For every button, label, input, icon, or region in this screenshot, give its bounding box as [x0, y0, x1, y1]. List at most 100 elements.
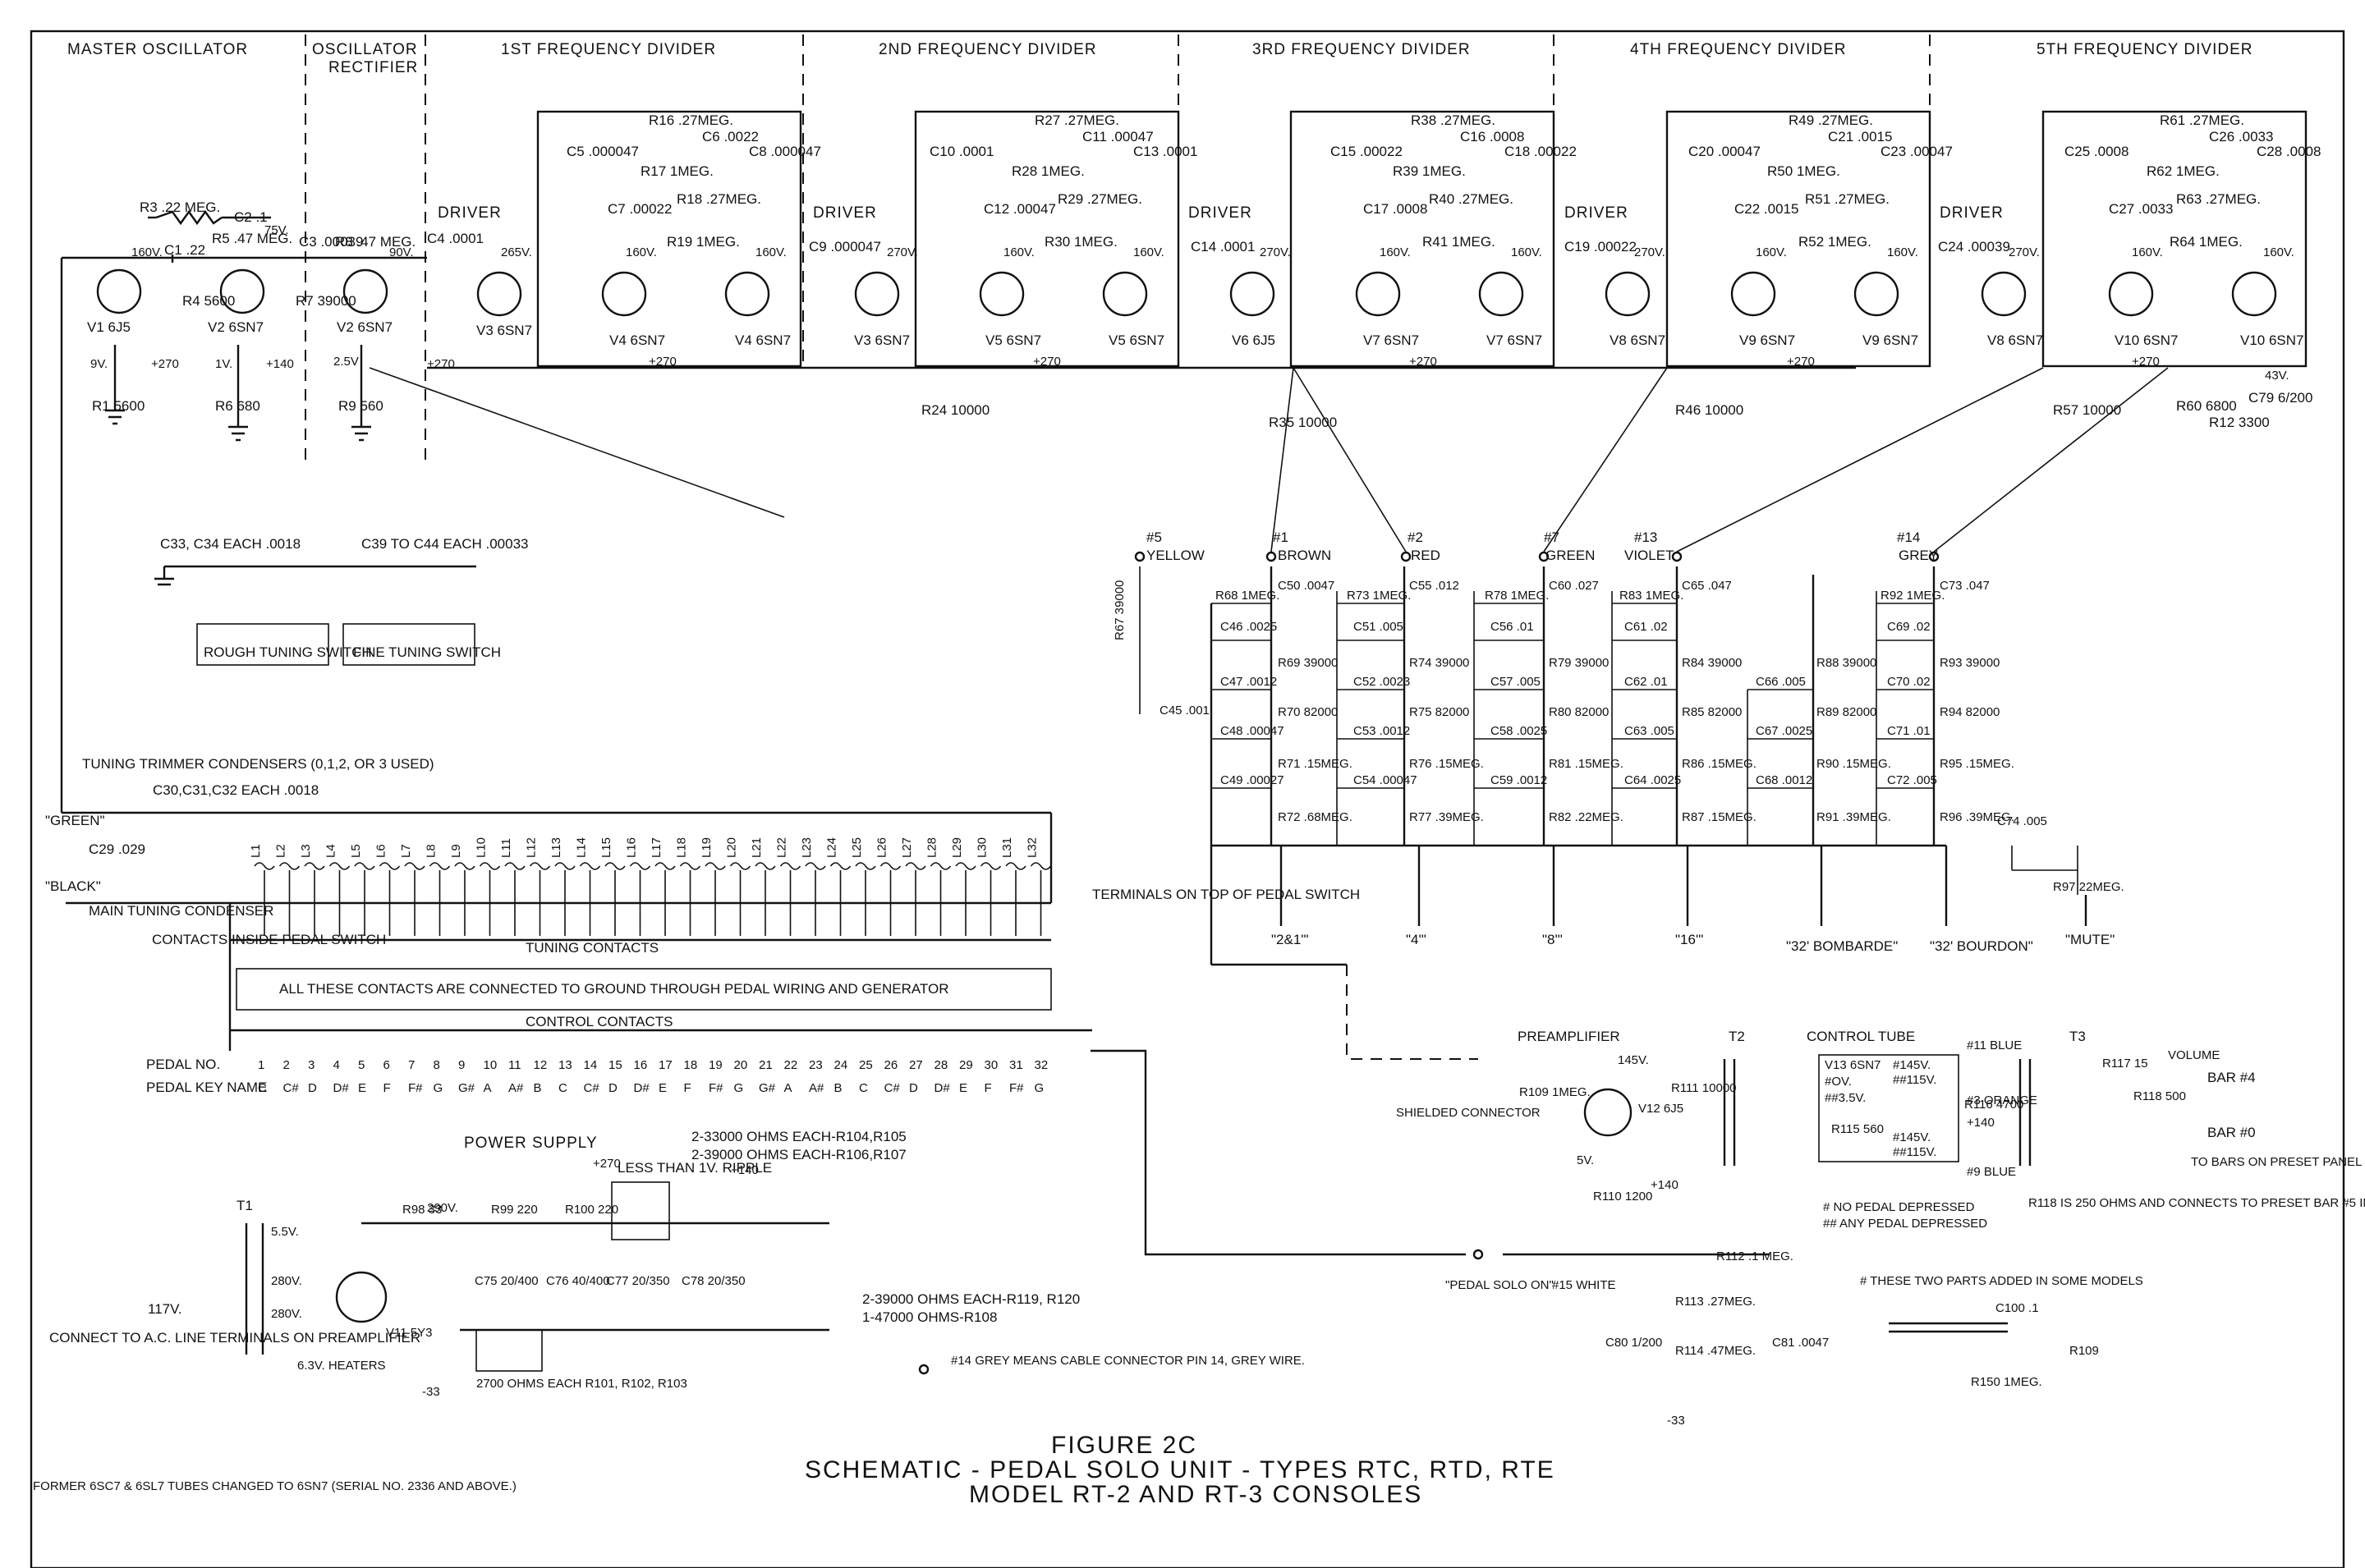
footage-label: "4'": [1406, 932, 1426, 947]
part-label: V9 6SN7: [1862, 332, 1918, 348]
voltage-label: 160V.: [1380, 245, 1411, 259]
part-label: R90 .15MEG.: [1816, 757, 1891, 771]
part-label: V4 6SN7: [735, 332, 791, 348]
coil-label: L9: [449, 844, 463, 858]
pedal-key-name: C: [258, 1081, 267, 1095]
coil-label: L6: [374, 844, 388, 858]
pedal-coil: L11: [499, 838, 526, 936]
part-label: C71 .01: [1887, 724, 1931, 738]
tap-terminal: [1400, 551, 1412, 562]
tube-symbol: [1583, 1088, 1633, 1137]
part-label: C69 .02: [1887, 620, 1931, 634]
coil-label: L2: [274, 844, 288, 858]
bar-label: BAR #4: [2207, 1070, 2256, 1085]
part-label: 2700 OHMS EACH R101, R102, R103: [476, 1377, 687, 1391]
part-label: V12 6J5: [1638, 1102, 1683, 1116]
part-label: R63 .27MEG.: [2176, 191, 2261, 207]
part-label: R8 .47 MEG.: [335, 234, 416, 250]
voltage-label: 9V.: [90, 357, 108, 371]
pedal-coil: L21: [750, 837, 776, 936]
figure-title: FIGURE 2C: [1051, 1432, 1197, 1459]
voltage-label: 5.5V.: [271, 1225, 299, 1239]
footage-label: "32' BOMBARDE": [1786, 938, 1898, 954]
pedal-number: 31: [1009, 1058, 1023, 1072]
part-label: R150 1MEG.: [1971, 1375, 2042, 1389]
filter-1-labels: R68 1MEG. C50 .0047 C46 .0025 R69 39000 …: [1215, 579, 1352, 824]
tube-symbol: [1355, 271, 1401, 317]
part-label: R79 39000: [1549, 656, 1609, 670]
part-label: C3 .00039: [299, 234, 363, 250]
pedal-coil: L20: [725, 837, 751, 936]
tube-symbol: [96, 268, 142, 314]
part-label: R5 .47 MEG.: [212, 231, 292, 246]
pedal-key-name: F#: [408, 1081, 423, 1095]
tube-symbol: [2108, 271, 2154, 317]
part-label: C77 20/350: [606, 1274, 670, 1288]
pedal-coil: L16: [625, 837, 651, 936]
pedal-number: 10: [484, 1058, 498, 1072]
voltage-label: 160V.: [1003, 245, 1035, 259]
voltage-label: +270: [1033, 355, 1061, 369]
pedal-coil: L31: [1000, 837, 1026, 936]
part-label: V11 5Y3: [386, 1326, 432, 1340]
pedal-key-name: A#: [809, 1081, 824, 1095]
part-label: C70 .02: [1887, 675, 1931, 689]
part-label: R114 .47MEG.: [1675, 1344, 1756, 1358]
pedal-number: 5: [358, 1058, 365, 1072]
part-label: R29 .27MEG.: [1058, 191, 1142, 207]
voltage-label: 160V.: [131, 245, 163, 259]
part-label: C46 .0025: [1220, 620, 1277, 634]
part-label: C72 .005: [1887, 773, 1937, 787]
part-label: R39 1MEG.: [1393, 163, 1466, 179]
coil-label: L3: [299, 844, 313, 858]
part-label: C51 .005: [1353, 620, 1403, 634]
part-label: R12 3300: [2209, 415, 2270, 430]
pedal-key-name: F#: [1009, 1081, 1024, 1095]
tube-symbol: [476, 271, 522, 317]
switch-label: ROUGH TUNING SWITCH: [204, 644, 372, 660]
pedal-coil: L17: [650, 837, 676, 936]
added-note: # THESE TWO PARTS ADDED IN SOME MODELS: [1860, 1274, 2143, 1288]
part-label: R1 5600: [92, 398, 145, 414]
ground-symbol: [228, 345, 248, 442]
control-tube: CONTROL TUBE V13 6SN7 #OV. ##3.5V. #145V…: [1807, 1029, 2037, 1231]
tuning-label: C33, C34 EACH .0018: [160, 536, 301, 552]
part-label: V7 6SN7: [1486, 332, 1542, 348]
part-label: V6 6J5: [1232, 332, 1275, 348]
output-stage: T3 R117 15 VOLUME R118 500 BAR #4 BAR #0…: [2018, 1029, 2365, 1210]
pedal-key-name: B: [534, 1081, 542, 1095]
pedal-number: 12: [534, 1058, 548, 1072]
tuning-label: TUNING TRIMMER CONDENSERS (0,1,2, OR 3 U…: [82, 756, 434, 772]
pedal-coil: L24: [825, 837, 852, 936]
part-label: R68 1MEG.: [1215, 589, 1279, 603]
part-label: C12 .00047: [984, 201, 1056, 217]
part-label: R4 5600: [182, 293, 235, 309]
pedal-coil: L9: [449, 844, 475, 936]
tap-label: BROWN: [1278, 548, 1331, 563]
pedal-coil: L6: [374, 844, 401, 936]
voltage-label: -33: [1667, 1414, 1685, 1428]
part-label: C60 .027: [1549, 579, 1599, 593]
voltage-label: 160V.: [1133, 245, 1164, 259]
part-label: R109: [2069, 1344, 2099, 1358]
legend: # NO PEDAL DEPRESSED: [1823, 1200, 1975, 1214]
divider-2: DRIVER V3 6SN7 V5 6SN7 V5 6SN7 R27 .27ME…: [809, 110, 1197, 418]
pedal-key-name: D#: [935, 1081, 951, 1095]
pedal-number: 30: [985, 1058, 999, 1072]
part-label: SHIELDED CONNECTOR: [1396, 1106, 1541, 1120]
part-label: C65 .047: [1682, 579, 1732, 593]
pedal-key-name: B: [834, 1081, 843, 1095]
pedal-note: PEDAL KEY NAME: [146, 1080, 267, 1095]
voltage-label: -33: [422, 1385, 440, 1399]
pedal-number: 2: [283, 1058, 290, 1072]
footage-label: "2&1'": [1271, 932, 1309, 947]
pedal-note: CONTROL CONTACTS: [526, 1014, 673, 1029]
pedal-coil: L32: [1026, 837, 1052, 936]
part-label: C11 .00047: [1082, 129, 1154, 144]
voltage-label: +270: [593, 1157, 621, 1171]
driver-label: DRIVER: [813, 204, 877, 222]
part-label: R60 6800: [2176, 398, 2237, 414]
part-label: R3 .22 MEG.: [140, 199, 220, 215]
power-note: LESS THAN 1V. RIPPLE: [618, 1160, 772, 1176]
part-label: R67 39000: [1113, 580, 1127, 640]
